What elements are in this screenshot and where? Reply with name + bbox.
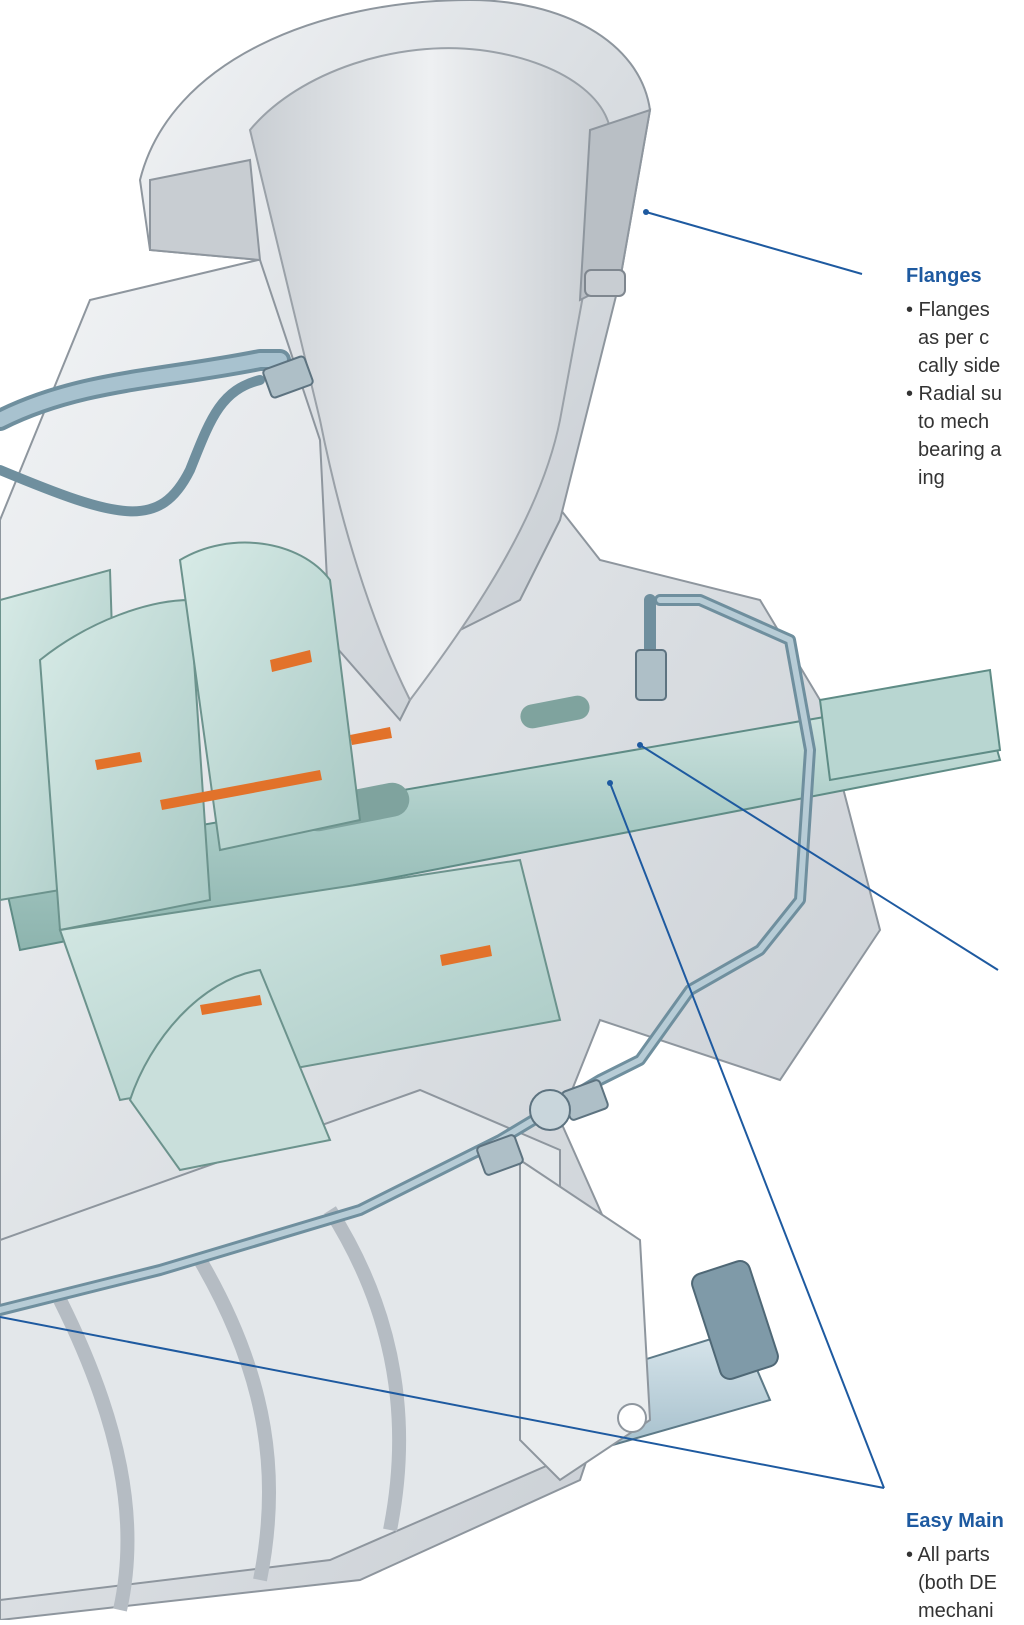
shaft xyxy=(0,668,1002,952)
callout-easy-maintenance-line: (both DE xyxy=(918,1572,997,1594)
leader-dot-flanges xyxy=(643,209,649,215)
leader-dot-bearing xyxy=(637,742,643,748)
leader-line-maintenance-a xyxy=(609,782,885,1489)
callout-easy-maintenance-line: • All parts xyxy=(906,1544,990,1566)
callout-flanges-line: to mech xyxy=(918,411,990,433)
callout-flanges-heading: Flanges xyxy=(906,265,982,287)
leader-line-bearing xyxy=(639,744,999,971)
callout-flanges-line: as per c xyxy=(918,327,990,349)
callout-easy-maintenance: Easy Main • All parts (both DE mechani xyxy=(906,1507,1004,1625)
callout-flanges: Flanges • Flanges as per c cally side • … xyxy=(906,262,1002,492)
callout-easy-maintenance-line: mechani xyxy=(918,1600,994,1622)
discharge-flange xyxy=(138,0,652,722)
callout-flanges-line: • Flanges xyxy=(906,299,990,321)
leader-line-maintenance-b xyxy=(0,1316,885,1489)
callout-flanges-line: ing xyxy=(918,467,945,489)
callout-flanges-line: bearing a xyxy=(918,439,1002,461)
impellers xyxy=(0,541,562,1172)
callout-flanges-line: • Radial su xyxy=(906,383,1002,405)
leader-lines xyxy=(0,209,999,1489)
callout-easy-maintenance-heading: Easy Main xyxy=(906,1510,1004,1532)
pipe-fittings xyxy=(262,355,667,1176)
callout-flanges-line: cally side xyxy=(918,355,1001,377)
leader-dot-maintenance xyxy=(607,780,613,786)
leader-line-flanges xyxy=(645,211,863,275)
